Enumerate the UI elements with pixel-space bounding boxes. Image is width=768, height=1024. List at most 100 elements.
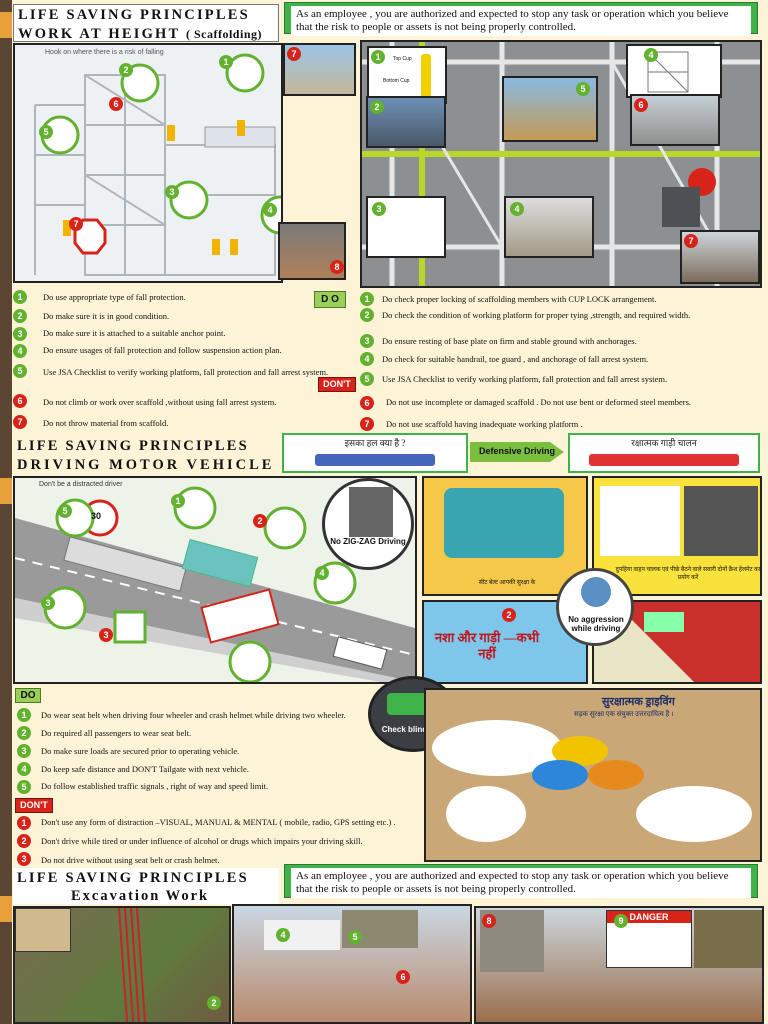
- title-line: LIFE SAVING PRINCIPLES: [17, 438, 249, 454]
- badge-number: 7: [287, 47, 301, 61]
- excavation-hazard-photo: DANGER 8 9: [474, 906, 764, 1024]
- list-item: Do ensure resting of base plate on firm …: [382, 336, 637, 346]
- poster-caption: सीट बेल्ट आपकी सुरक्षा के: [478, 580, 536, 586]
- badge-number: 3: [99, 628, 113, 642]
- badge-number: 7: [684, 234, 698, 248]
- vehicle-bubble: [532, 760, 588, 790]
- list-item: Use JSA Checklist to verify working plat…: [43, 367, 329, 377]
- list-item: Use JSA Checklist to verify working plat…: [382, 374, 668, 384]
- list-item: Do ensure usages of fall protection and …: [43, 345, 282, 355]
- road-illustration: Don't be a distracted driver 30 5 1 2 3 …: [13, 476, 417, 684]
- badge-number: 4: [510, 202, 524, 216]
- badge-number: 2: [17, 726, 31, 740]
- bus-shape: [589, 454, 739, 466]
- badge-label: No ZIG-ZAG Driving: [330, 537, 406, 546]
- list-item: Do not climb or work over scaffold ,with…: [43, 397, 277, 407]
- badge-number: 4: [17, 762, 31, 776]
- scaffold-photo: 7: [283, 43, 356, 96]
- title-line: LIFE SAVING PRINCIPLES: [18, 7, 250, 23]
- banner-text: इसका हल क्या है ?: [344, 438, 406, 448]
- badge-number: 2: [207, 996, 221, 1010]
- badge-number: 4: [276, 928, 290, 942]
- badge-number: 5: [58, 504, 72, 518]
- stripe-tab: [0, 478, 12, 504]
- photo-label: Bottom Cup: [383, 78, 410, 84]
- badge-number: 4: [13, 344, 27, 358]
- no-aggression-badge: No aggression while driving: [556, 568, 634, 646]
- badge-number: 2: [13, 309, 27, 323]
- title-line: Excavation Work: [71, 887, 210, 904]
- hindi-defensive-banner: रक्षात्मक गाड़ी चालन: [568, 433, 760, 473]
- title-line: WORK AT HEIGHT ( Scaffolding): [18, 26, 274, 42]
- scaffold-photo: 2: [366, 96, 446, 148]
- badge-number: 1: [13, 290, 27, 304]
- badge-number: 4: [644, 48, 658, 62]
- poster-figure: [444, 488, 564, 558]
- excavation-site-photo: 4 5 6: [232, 904, 472, 1024]
- cable-lines: [118, 908, 146, 1022]
- title-paren: ( Scaffolding): [185, 26, 262, 41]
- poster-text: नशा और गाड़ी —कभी नहीं: [434, 630, 540, 661]
- bus-shape: [315, 454, 435, 466]
- badge-number: 2: [253, 514, 267, 528]
- road-drawing: [15, 486, 415, 682]
- badge-label: Check blind spot: [381, 725, 447, 734]
- badge-number: 7: [13, 415, 27, 429]
- danger-label: DANGER: [607, 911, 691, 923]
- badge-number: 3: [165, 185, 179, 199]
- list-item: Do not use incomplete or damaged scaffol…: [386, 397, 692, 407]
- cup-lock-photo: 1 Top Cup Bottom Cup: [367, 46, 447, 104]
- badge-number: 5: [17, 780, 31, 794]
- defensive-driving-arrow: Defensive Driving: [470, 442, 564, 462]
- user-bubble: [588, 760, 644, 790]
- stripe-tab: [0, 12, 12, 38]
- badge-number: 3: [372, 202, 386, 216]
- badge-number: 1: [360, 292, 374, 306]
- defensive-driving-board: सुरक्षात्मक ड्राइविंग सड़क सुरक्षा एक सं…: [424, 688, 762, 862]
- scaffold-photo: 4: [504, 196, 594, 258]
- scaffold-detail-panel: 1 Top Cup Bottom Cup 2 5 4 6 3 4 7: [360, 40, 762, 288]
- inset-photo: [15, 908, 71, 952]
- badge-number: 6: [396, 970, 410, 984]
- trench-photo: 2: [13, 906, 231, 1024]
- section-title-scaffolding: LIFE SAVING PRINCIPLES WORK AT HEIGHT ( …: [13, 4, 279, 42]
- badge-number: 3: [41, 596, 55, 610]
- list-item: Don't drive while tired or under influen…: [41, 836, 363, 846]
- scaffold-photo: 7: [680, 230, 760, 284]
- notice-banner: As an employee , you are authorized and …: [284, 864, 758, 898]
- badge-number: 8: [330, 260, 344, 274]
- list-item: Do keep safe distance and DON'T Tailgate…: [41, 764, 249, 774]
- title-line: LIFE SAVING PRINCIPLES: [17, 870, 249, 886]
- dont-tag: DON'T: [15, 798, 53, 813]
- list-item: Do make sure loads are secured prior to …: [41, 746, 240, 756]
- scaffold-illustration: Hook on where there is a risk of falling…: [13, 43, 283, 283]
- poster-figure: [600, 486, 680, 556]
- list-item: Do required all passengers to wear seat …: [41, 728, 192, 738]
- base-plate-photo: 3: [366, 196, 446, 258]
- badge-number: 2: [17, 834, 31, 848]
- scaffold-left-list: 1 Do use appropriate type of fall protec…: [13, 288, 353, 434]
- seatbelt-poster: सीट बेल्ट आपकी सुरक्षा के: [422, 476, 588, 596]
- photo-label: Top Cup: [393, 56, 412, 62]
- poster-caption: दुपहिया वाहन चालक एवं पीछे बैठने वाले सव…: [615, 567, 761, 581]
- badge-number: 5: [360, 372, 374, 386]
- scaffold-right-list: 1 Do check proper locking of scaffolding…: [356, 290, 761, 434]
- cup-lock-shape: [421, 54, 431, 98]
- scaffold-photo: 5: [502, 76, 598, 142]
- driving-list: 1 Do wear seat belt when driving four wh…: [13, 704, 423, 866]
- list-item: Do use appropriate type of fall protecti…: [43, 292, 186, 302]
- section-title-excavation: LIFE SAVING PRINCIPLES Excavation Work: [13, 868, 279, 904]
- scaffold-drawing: [15, 45, 281, 281]
- list-item: Do check proper locking of scaffolding m…: [382, 294, 657, 304]
- hindi-question-banner: इसका हल क्या है ?: [282, 433, 468, 473]
- illus-caption: Hook on where there is a risk of falling: [45, 49, 164, 56]
- notice-text: As an employee , you are authorized and …: [291, 868, 751, 898]
- badge-number: 1: [219, 55, 233, 69]
- driver-face: [581, 577, 611, 607]
- inset-photo: [694, 910, 762, 968]
- badge-number: 9: [614, 914, 628, 928]
- badge-number: 6: [360, 396, 374, 410]
- thought-cloud: [446, 786, 526, 842]
- list-item: Do check the condition of working platfo…: [382, 310, 691, 320]
- scaffold-photo: 4: [626, 44, 722, 98]
